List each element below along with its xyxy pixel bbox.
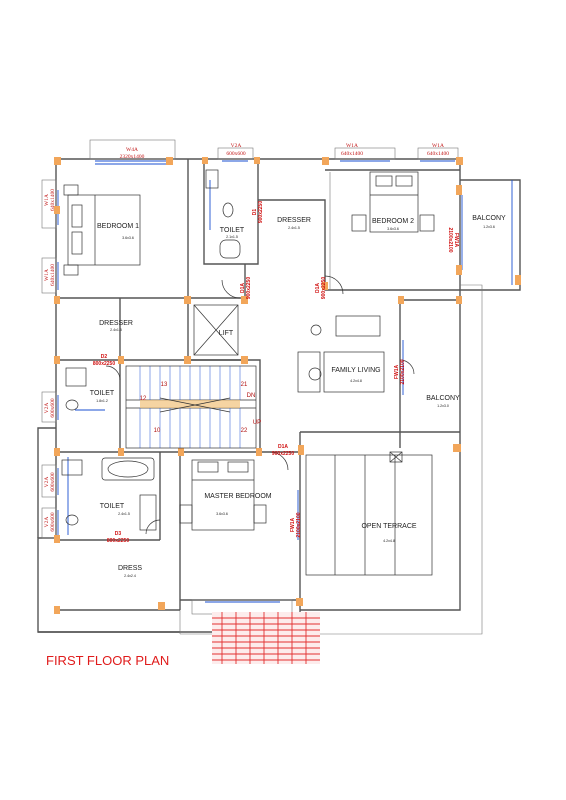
window-v2a-left3-size: 600x600: [50, 512, 56, 532]
balcony-mid-size: 1.2x3.0: [437, 404, 449, 408]
stair-step-21: 21: [241, 382, 248, 388]
window-w4a-size: 2320x1400: [120, 154, 145, 160]
window-frames: [41, 139, 459, 615]
dresser-left-label: DRESSER: [99, 320, 133, 327]
door-d1-size: 900x2250: [258, 201, 264, 223]
toilet-master-label: TOILET: [100, 503, 125, 510]
door-swings: [105, 275, 415, 535]
door-fw1a-balcony-size: 2100x2100: [447, 227, 453, 252]
lift-shaft: [193, 304, 239, 356]
bed-bedroom-2: [351, 171, 435, 233]
bed-bedroom-1: [63, 184, 141, 276]
open-terrace-label: OPEN TERRACE: [361, 523, 416, 530]
bed-master: [179, 459, 267, 531]
toilet-master-size: 2.4x1.5: [118, 512, 130, 516]
door-fw1a-balcony-code: FW1A: [453, 233, 459, 248]
balcony-mid-label: BALCONY: [426, 395, 460, 402]
door-d2-size: 800x2250: [93, 361, 115, 367]
master-bedroom-size: 3.6x3.6: [216, 512, 228, 516]
balcony-right-size: 1.2x3.6: [483, 225, 495, 229]
door-d3-size: 800x2250: [107, 538, 129, 544]
toilet-top-size: 2.1x1.5: [226, 235, 238, 239]
door-d1-code: D1: [252, 209, 258, 216]
lift-label: LIFT: [219, 330, 234, 337]
bedroom-1-size: 3.6x3.6: [122, 236, 134, 240]
stair-dn-label: DN: [247, 393, 256, 399]
bedroom-2-label: BEDROOM 2: [372, 218, 414, 225]
door-d1a-b2-size: 900x2250: [321, 277, 327, 299]
master-bedroom-label: MASTER BEDROOM: [204, 493, 271, 500]
bathroom-fixtures: [61, 169, 241, 531]
window-w1a-b2a-size: 640x1400: [341, 151, 363, 157]
window-v2a-left3-code: V2A: [44, 517, 50, 528]
window-v2a-top-size: 600x600: [226, 151, 246, 157]
sofa-set: [297, 315, 385, 393]
family-living-label: FAMILY LIVING: [331, 367, 380, 374]
family-living-size: 4.2x4.8: [350, 379, 362, 383]
door-d1a-b1-size: 900x2250: [246, 277, 252, 299]
dress-size: 2.4x2.4: [124, 574, 136, 578]
door-fw1a-terrace-code: FW1A: [290, 518, 296, 533]
door-d1a-b1-code: D1A: [240, 283, 246, 293]
columns: [54, 157, 521, 614]
door-fw1a-terrace-size: 2100x2100: [296, 512, 302, 537]
window-marks: [57, 160, 513, 603]
dresser-left-size: 2.4x1.5: [110, 328, 122, 332]
toilet-left-label: TOILET: [90, 390, 115, 397]
window-w1a-b2b-code: W1A: [432, 143, 444, 149]
balcony-right-label: BALCONY: [472, 215, 506, 222]
bedroom-2-size: 3.6x3.6: [387, 227, 399, 231]
front-steps: [212, 612, 320, 664]
stair-up-label: UP: [253, 420, 261, 426]
window-w1a-b2a-code: W1A: [346, 143, 358, 149]
bedroom-1-label: BEDROOM 1: [97, 223, 139, 230]
window-v2a-top-code: V2A: [231, 143, 242, 149]
door-d1a-master-size: 900x2250: [272, 451, 294, 457]
window-w1a-left1-code: W1A: [44, 194, 50, 206]
window-v2a-left2-size: 600x600: [50, 472, 56, 492]
door-fw1a-bal2-size: 2100x2100: [400, 359, 406, 384]
window-w1a-left2-size: 640x1400: [50, 264, 56, 286]
dress-label: DRESS: [118, 565, 142, 572]
dresser-top-label: DRESSER: [277, 217, 311, 224]
window-v2a-left1-size: 600x600: [50, 398, 56, 418]
door-d1a-b2-code: D1A: [315, 283, 321, 293]
staircase: [125, 365, 257, 449]
toilet-top-label: TOILET: [220, 227, 245, 234]
door-d2-code: D2: [101, 354, 108, 360]
plan-title: FIRST FLOOR PLAN: [46, 653, 169, 668]
dresser-top-size: 2.4x1.5: [288, 226, 300, 230]
stair-step-13: 13: [161, 382, 168, 388]
window-w1a-b2b-size: 640x1400: [427, 151, 449, 157]
stair-step-12: 12: [140, 396, 147, 402]
window-w1a-left2-code: W1A: [44, 269, 50, 281]
door-d1a-master-code: D1A: [278, 444, 288, 450]
window-v2a-left1-code: V2A: [44, 403, 50, 414]
stair-step-10: 10: [154, 428, 161, 434]
terrace-paving: [305, 451, 433, 576]
window-w4a-code: W4A: [126, 147, 138, 153]
toilet-left-size: 1.8x1.2: [96, 399, 108, 403]
door-d3-code: D3: [115, 531, 122, 537]
door-fw1a-bal2-code: FW1A: [394, 365, 400, 380]
open-terrace-size: 4.2x4.8: [383, 539, 395, 543]
window-v2a-left2-code: V2A: [44, 477, 50, 488]
stair-step-22: 22: [241, 428, 248, 434]
window-w1a-left1-size: 640x1400: [50, 189, 56, 211]
